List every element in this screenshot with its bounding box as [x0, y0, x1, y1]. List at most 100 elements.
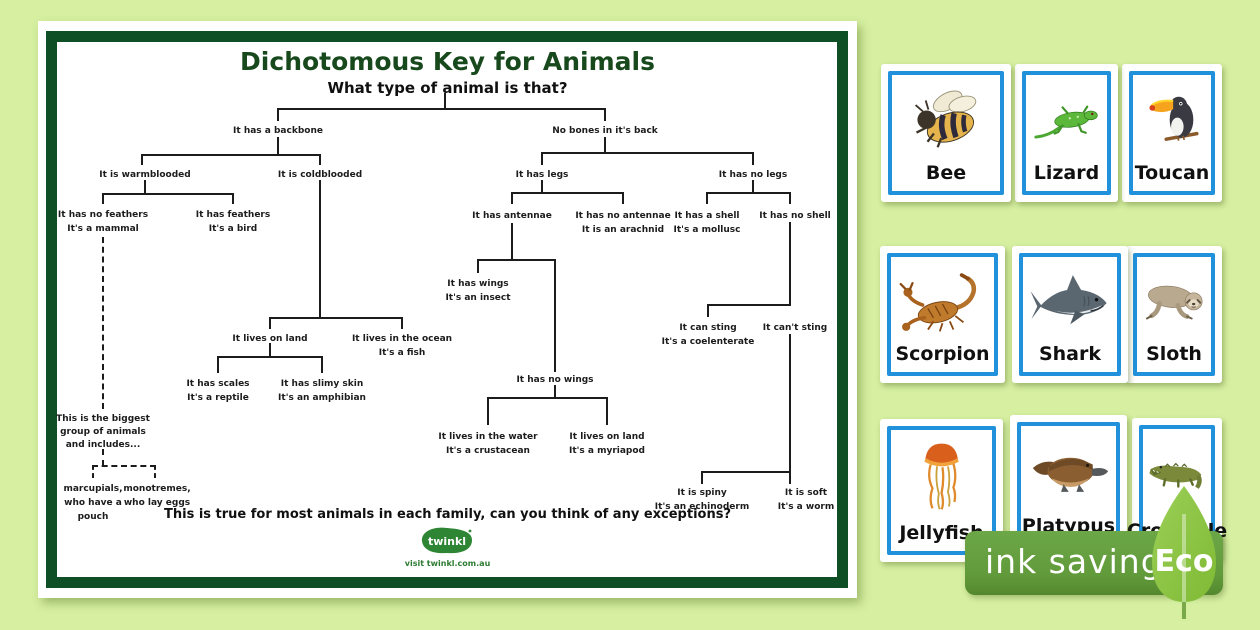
card-label: Toucan — [1134, 162, 1210, 184]
poster-footer-question: This is true for most animals in each fa… — [163, 507, 732, 522]
connector — [277, 108, 279, 121]
connector — [541, 180, 543, 194]
card-toucan: Toucan — [1122, 64, 1222, 202]
card-shark-inner: Shark — [1019, 253, 1121, 376]
card-sloth: Sloth — [1126, 246, 1222, 383]
connector — [319, 180, 321, 319]
connector — [511, 192, 513, 204]
card-jellyfish-inner: Jellyfish — [887, 426, 996, 555]
card-label: Jellyfish — [899, 522, 984, 544]
card-label: Lizard — [1033, 162, 1100, 184]
connector — [269, 317, 271, 329]
connector — [511, 192, 624, 194]
connector — [622, 192, 624, 204]
connector — [277, 137, 279, 155]
connector — [752, 152, 754, 165]
connector — [319, 154, 321, 165]
toucan-image — [1149, 96, 1199, 141]
connector — [604, 108, 606, 121]
crocodile-image — [1149, 462, 1202, 489]
connector — [541, 152, 543, 165]
lizard-image — [1034, 105, 1098, 139]
card-label: Shark — [1038, 343, 1102, 365]
eco-leaf-icon — [1152, 486, 1216, 619]
jellyfish-image — [924, 443, 959, 510]
scorpion-image — [899, 273, 977, 332]
connector — [217, 356, 323, 358]
card-sloth-inner: Sloth — [1133, 253, 1215, 376]
node-backbone: It has a backbone — [233, 126, 323, 136]
connector — [141, 154, 143, 165]
connector — [789, 222, 791, 306]
card-scorpion: Scorpion — [880, 246, 1005, 383]
connector — [789, 334, 791, 473]
eco-label: Eco — [1154, 544, 1214, 579]
connector — [752, 180, 754, 194]
platypus-image — [1032, 457, 1108, 492]
connector — [477, 259, 479, 273]
connector — [487, 397, 608, 399]
dashed-connector — [92, 465, 94, 478]
connector — [606, 397, 608, 425]
card-lizard: Lizard — [1015, 64, 1118, 202]
node-warmblooded: It is warmblooded — [99, 170, 191, 180]
card-toucan-inner: Toucan — [1129, 71, 1215, 195]
connector — [604, 137, 606, 154]
connector — [102, 193, 104, 204]
connector — [269, 317, 403, 319]
connector — [477, 259, 556, 261]
connector — [217, 356, 219, 373]
connector — [554, 385, 556, 399]
connector — [789, 192, 791, 204]
dashed-connector — [102, 237, 104, 409]
connector — [401, 317, 403, 329]
connector — [269, 343, 271, 358]
twinkl-logo: twinkl — [421, 527, 472, 554]
connector — [554, 259, 556, 372]
svg-text:twinkl: twinkl — [428, 535, 466, 548]
connector — [707, 304, 709, 317]
bee-image — [915, 90, 977, 148]
poster-frame — [46, 31, 848, 588]
node-has-legs: It has legs — [515, 170, 569, 180]
poster-subtitle: What type of animal is that? — [327, 79, 568, 97]
card-scorpion-inner: Scorpion — [887, 253, 998, 376]
dichotomous-key-poster: Dichotomous Key for Animals What type of… — [38, 21, 857, 598]
connector — [541, 152, 754, 154]
card-bee-inner: Bee — [888, 71, 1004, 195]
connector — [701, 471, 791, 473]
card-label: Bee — [925, 162, 967, 184]
connector — [706, 192, 791, 194]
node-no-legs: It has no legs — [718, 170, 788, 180]
node-no-bones: No bones in it's back — [552, 126, 658, 136]
card-label: Sloth — [1146, 343, 1202, 365]
card-jellyfish: Jellyfish — [880, 419, 1003, 562]
twinkl-url: visit twinkl.com.au — [404, 559, 491, 568]
node-cant-sting: It can't sting — [762, 323, 828, 333]
card-lizard-inner: Lizard — [1022, 71, 1111, 195]
connector — [102, 193, 234, 195]
card-platypus-inner: Platypus — [1017, 422, 1120, 548]
connector — [701, 471, 703, 484]
connector — [144, 180, 146, 195]
connector — [444, 93, 446, 110]
node-no-shell: It has no shell — [759, 211, 831, 221]
ink-saving-label: ink saving — [985, 542, 1163, 581]
connector — [511, 223, 513, 261]
connector — [789, 471, 791, 484]
node-no-wings: It has no wings — [516, 375, 594, 385]
poster-title: Dichotomous Key for Animals — [240, 47, 655, 76]
node-lives-on-land: It lives on land — [232, 334, 308, 344]
